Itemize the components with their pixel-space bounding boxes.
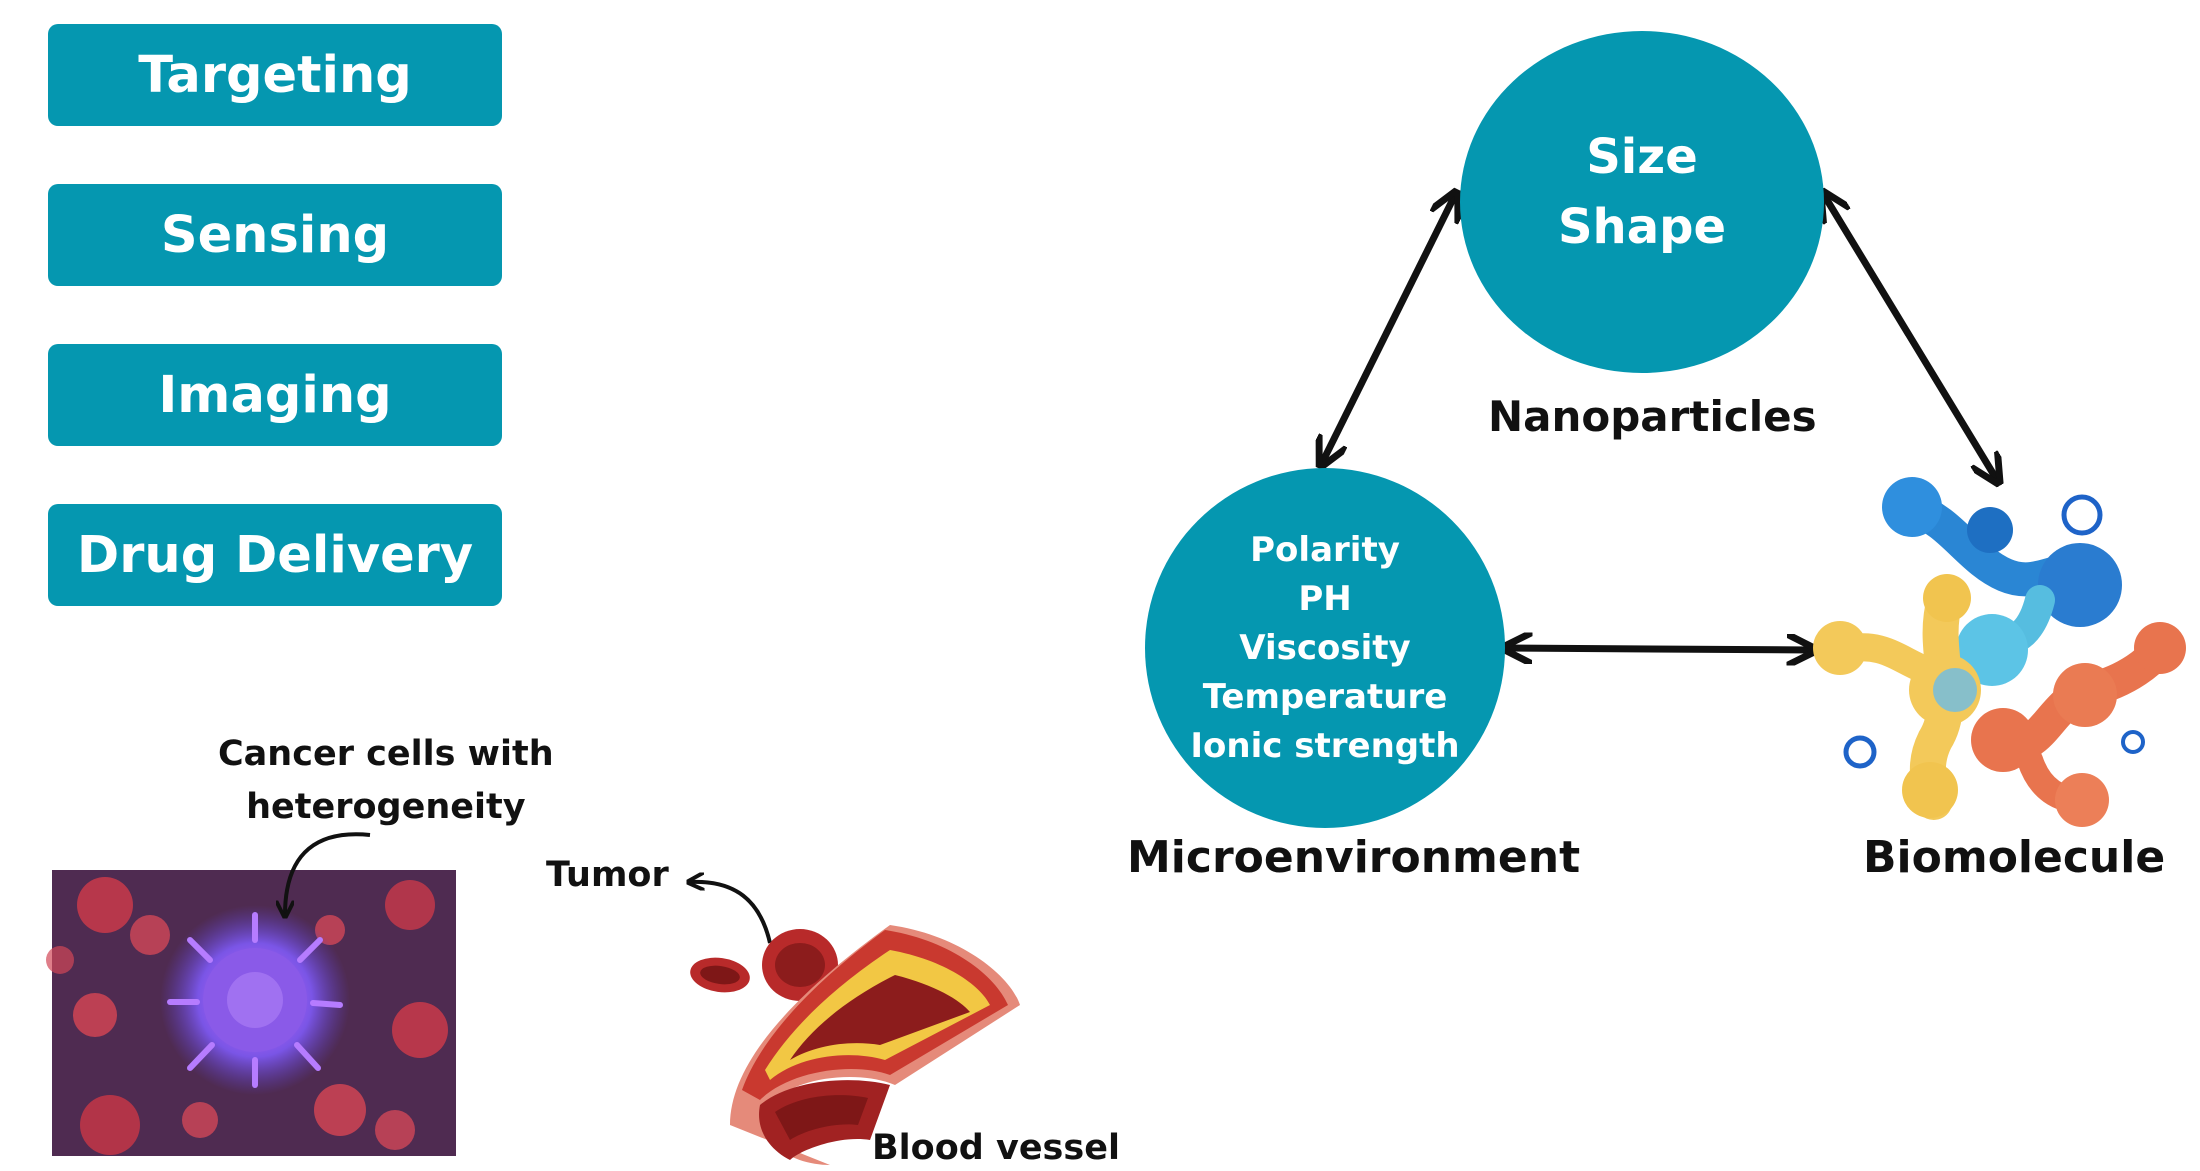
drug-delivery-button[interactable]: Drug Delivery <box>48 504 502 606</box>
arrow-microenvironment-biomolecule <box>1507 648 1812 650</box>
biomolecule-label: Biomolecule <box>1863 832 2166 883</box>
property-viscosity: Viscosity <box>1239 627 1411 668</box>
microenvironment-label: Microenvironment <box>1127 832 1581 883</box>
cancer-caption-line1: Cancer cells with <box>218 734 554 774</box>
microenvironment-circle: Polarity PH Viscosity Temperature Ionic … <box>1145 468 1505 828</box>
tumor-arrow <box>690 882 772 944</box>
tumor-label: Tumor <box>546 855 669 895</box>
imaging-button[interactable]: Imaging <box>48 344 502 446</box>
imaging-label: Imaging <box>158 365 392 425</box>
sensing-button[interactable]: Sensing <box>48 184 502 286</box>
targeting-button[interactable]: Targeting <box>48 24 502 126</box>
nanoparticles-label: Nanoparticles <box>1488 392 1817 441</box>
cancer-caption-arrow <box>285 832 371 915</box>
blood-vessel-label: Blood vessel <box>872 1128 1120 1168</box>
nanoparticles-circle: Size Shape <box>1460 31 1824 373</box>
cancer-caption-line2: heterogeneity <box>246 787 526 827</box>
blood-vessel-icon <box>690 925 1020 1165</box>
cancer-cells-image <box>46 870 456 1156</box>
property-ph: PH <box>1298 578 1352 619</box>
cancer-cells-caption: Cancer cells with heterogeneity <box>218 728 554 834</box>
property-shape: Shape <box>1557 199 1727 255</box>
property-polarity: Polarity <box>1250 529 1400 570</box>
arrow-nanoparticles-biomolecule <box>1824 195 1997 480</box>
property-ionic-strength: Ionic strength <box>1190 725 1460 766</box>
property-size: Size <box>1586 129 1698 185</box>
drug-delivery-label: Drug Delivery <box>76 525 474 585</box>
targeting-label: Targeting <box>138 45 412 105</box>
arrow-nanoparticles-microenvironment <box>1322 195 1455 463</box>
property-temperature: Temperature <box>1202 676 1448 717</box>
sensing-label: Sensing <box>160 205 390 265</box>
biomolecule-icon <box>1813 477 2186 827</box>
